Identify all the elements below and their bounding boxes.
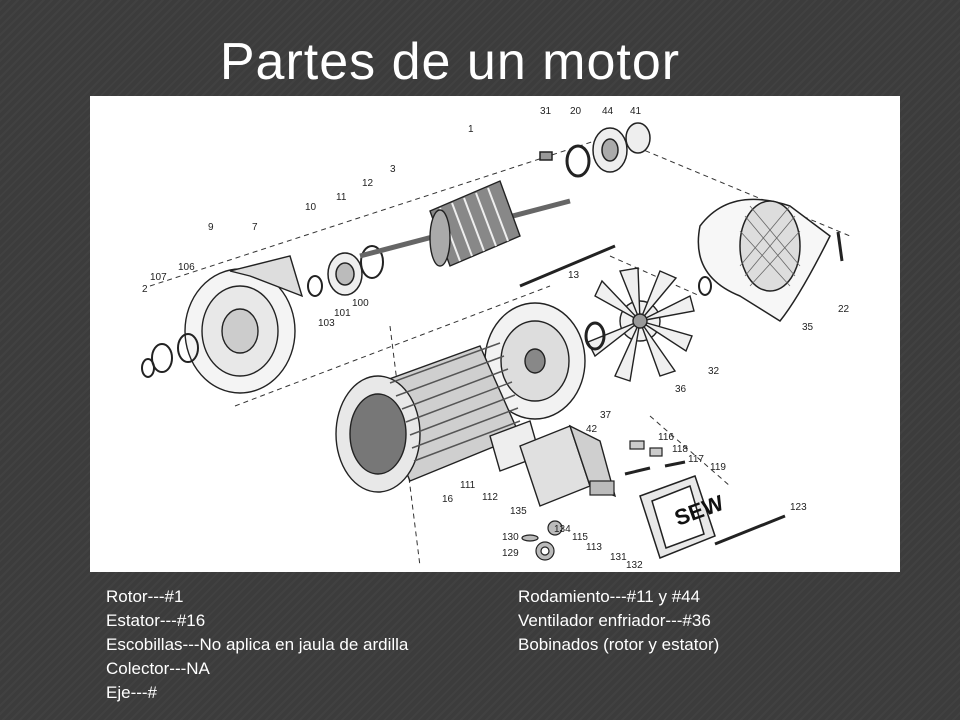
label-11: 11 <box>336 192 347 203</box>
legend-item: Bobinados (rotor y estator) <box>518 635 720 654</box>
label-9: 9 <box>208 222 214 233</box>
label-112: 112 <box>482 492 498 503</box>
legend-item: Estator---#16 <box>106 611 206 630</box>
label-32: 32 <box>708 366 720 377</box>
label-44: 44 <box>602 106 614 117</box>
label-41: 41 <box>630 106 642 117</box>
screw-123 <box>714 514 786 546</box>
label-31: 31 <box>540 106 552 117</box>
small-hardware-116-119 <box>624 440 686 476</box>
terminal-block-parts <box>521 480 615 561</box>
label-3: 3 <box>390 164 396 175</box>
label-129: 129 <box>502 548 519 559</box>
rotor-part <box>359 180 571 267</box>
label-22: 22 <box>838 304 850 315</box>
label-35: 35 <box>802 322 814 333</box>
legend-right-column: Rodamiento---#11 y #44 Ventilador enfria… <box>518 585 719 657</box>
terminal-cover-part <box>639 475 716 559</box>
label-16: 16 <box>442 494 454 505</box>
label-1: 1 <box>468 124 474 135</box>
ring-32 <box>698 276 712 296</box>
terminal-box-part <box>489 420 617 507</box>
label-116: 116 <box>658 432 674 443</box>
label-2: 2 <box>142 284 148 295</box>
legend-left-column: Rotor---#1 Estator---#16 Escobillas---No… <box>106 585 408 705</box>
bearing-11-part <box>307 245 384 297</box>
label-123: 123 <box>790 502 807 513</box>
label-134: 134 <box>554 524 571 535</box>
legend-item: Colector---NA <box>106 659 210 678</box>
label-12: 12 <box>362 178 374 189</box>
label-20: 20 <box>570 106 582 117</box>
motor-diagram-svg: SEW 1 2 3 7 9 10 11 12 13 16 20 22 31 32… <box>141 106 851 571</box>
label-37: 37 <box>600 410 612 421</box>
label-10: 10 <box>305 202 317 213</box>
legend-item: Ventilador enfriador---#36 <box>518 611 711 630</box>
bearing-44-part <box>539 122 651 178</box>
label-135: 135 <box>510 506 527 517</box>
label-115: 115 <box>572 532 588 543</box>
label-100: 100 <box>352 298 369 309</box>
label-106: 106 <box>178 262 195 273</box>
label-131: 131 <box>610 552 627 563</box>
fan-cover-part <box>697 198 831 322</box>
legend-item: Escobillas---No aplica en jaula de ardil… <box>106 635 409 654</box>
label-7: 7 <box>252 222 258 233</box>
label-118: 118 <box>672 444 688 455</box>
cooling-fan-part <box>587 267 695 382</box>
label-13: 13 <box>568 270 580 281</box>
rings-left <box>141 333 199 378</box>
legend-item: Rodamiento---#11 y #44 <box>518 587 701 606</box>
screw-22 <box>836 231 844 262</box>
label-111: 111 <box>460 480 476 491</box>
label-36: 36 <box>675 384 687 395</box>
part-labels: 1 2 3 7 9 10 11 12 13 16 20 22 31 32 35 … <box>142 106 850 571</box>
label-103: 103 <box>318 318 335 329</box>
end-shield-fan-side <box>484 302 606 420</box>
label-119: 119 <box>710 462 726 473</box>
legend-item: Rotor---#1 <box>106 587 184 606</box>
label-113: 113 <box>586 542 602 553</box>
label-130: 130 <box>502 532 519 543</box>
label-42: 42 <box>586 424 598 435</box>
legend-item: Eje---# <box>106 683 158 702</box>
label-117: 117 <box>688 454 704 465</box>
label-132: 132 <box>626 560 643 571</box>
end-shield-part <box>184 255 304 394</box>
tie-rod-part <box>519 244 616 288</box>
label-107: 107 <box>150 272 167 283</box>
slide-title: Partes de un motor <box>219 33 681 91</box>
label-101: 101 <box>334 308 351 319</box>
stator-housing-part <box>335 342 521 493</box>
exploded-motor-diagram: SEW 1 2 3 7 9 10 11 12 13 16 20 22 31 32… <box>90 96 900 572</box>
